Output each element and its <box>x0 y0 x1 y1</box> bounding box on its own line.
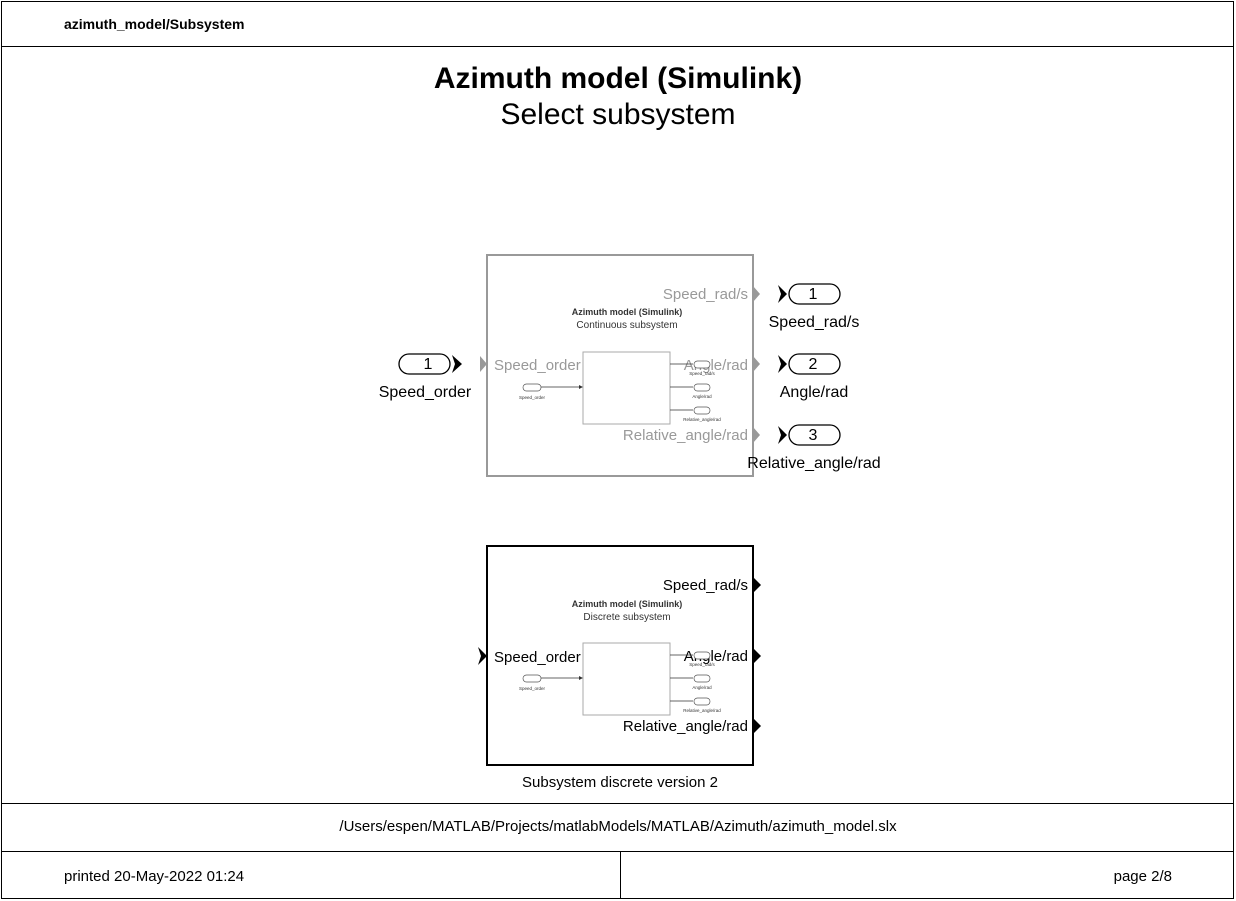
page-subtitle: Select subsystem <box>500 98 736 131</box>
outport-block[interactable]: 3 Relative_angle/rad <box>747 424 881 472</box>
output-port-arrow-icon <box>753 577 761 593</box>
inport-label: Speed_order <box>379 384 472 401</box>
page-title: Azimuth model (Simulink) <box>433 62 803 95</box>
continuous-mini-diagram: Speed_order Speed_rad/s Angle/rad Relati… <box>519 351 721 425</box>
outport-number: 1 <box>809 286 818 303</box>
port-arrow-icon <box>778 426 787 444</box>
continuous-out-port-label: Speed_rad/s <box>663 286 748 303</box>
mini-out-label: Relative_angle/rad <box>683 708 721 713</box>
outport-number: 3 <box>809 427 818 444</box>
outport-label: Angle/rad <box>780 384 849 401</box>
discrete-inner-title: Azimuth model (Simulink) <box>572 599 683 609</box>
discrete-out-port-label: Relative_angle/rad <box>623 718 748 735</box>
discrete-subsystem-block[interactable]: Speed_order Speed_rad/s Angle/rad Relati… <box>478 545 761 791</box>
continuous-subsystem-block[interactable]: Speed_order Speed_rad/s Angle/rad Relati… <box>480 254 760 477</box>
output-port-arrow-icon <box>753 427 760 443</box>
mini-out-label: Angle/rad <box>692 394 712 399</box>
outport-block[interactable]: 1 Speed_rad/s <box>769 283 860 331</box>
output-port-arrow-icon <box>753 648 761 664</box>
discrete-inner-subtitle: Discrete subsystem <box>583 612 670 623</box>
footer-divider-top <box>1 803 1234 804</box>
discrete-mini-diagram: Speed_order Speed_rad/s Angle/rad Relati… <box>519 642 721 716</box>
mini-in-label: Speed_order <box>519 686 546 691</box>
outport-label: Speed_rad/s <box>769 314 860 331</box>
outport-label: Relative_angle/rad <box>747 455 880 472</box>
outport-number: 2 <box>809 356 818 373</box>
discrete-in-port-label: Speed_order <box>494 649 581 666</box>
footer-divider-bottom <box>1 851 1234 852</box>
input-port-arrow-icon <box>480 356 487 372</box>
input-port-arrow-icon <box>478 647 487 665</box>
discrete-block-caption: Subsystem discrete version 2 <box>522 774 718 791</box>
discrete-out-port-label: Speed_rad/s <box>663 577 748 594</box>
outport-block[interactable]: 2 Angle/rad <box>778 353 849 401</box>
mini-out-label: Speed_rad/s <box>689 662 715 667</box>
model-path-header: azimuth_model/Subsystem <box>64 16 245 32</box>
port-arrow-icon <box>452 355 462 373</box>
footer-column-divider <box>620 851 621 899</box>
inport-number: 1 <box>424 356 433 373</box>
continuous-out-port-label: Relative_angle/rad <box>623 427 748 444</box>
mini-in-label: Speed_order <box>519 395 546 400</box>
continuous-in-port-label: Speed_order <box>494 357 581 374</box>
printed-timestamp: printed 20-May-2022 01:24 <box>64 868 245 885</box>
inport-block[interactable]: 1 Speed_order <box>379 353 472 401</box>
header-divider <box>1 46 1234 47</box>
continuous-inner-subtitle: Continuous subsystem <box>576 320 677 331</box>
continuous-inner-title: Azimuth model (Simulink) <box>572 307 683 317</box>
page-number: page 2/8 <box>1113 868 1172 885</box>
mini-out-label: Angle/rad <box>692 685 712 690</box>
output-port-arrow-icon <box>753 718 761 734</box>
mini-out-label: Relative_angle/rad <box>683 417 721 422</box>
port-arrow-icon <box>778 285 787 303</box>
port-arrow-icon <box>778 355 787 373</box>
mini-out-label: Speed_rad/s <box>689 371 715 376</box>
output-port-arrow-icon <box>753 356 760 372</box>
output-port-arrow-icon <box>753 286 760 302</box>
model-file-path: /Users/espen/MATLAB/Projects/matlabModel… <box>339 818 897 835</box>
